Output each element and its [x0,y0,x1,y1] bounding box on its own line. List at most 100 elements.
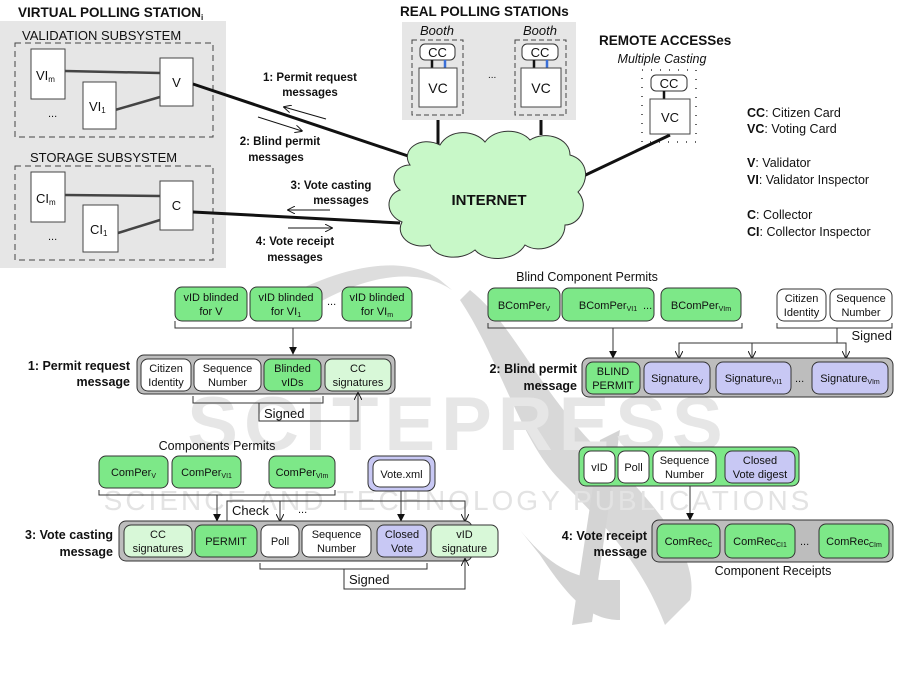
validation-subsystem-title: VALIDATION SUBSYSTEM [22,28,181,43]
real-stations-title: REAL POLLING STATIONs [400,4,569,19]
svg-text:ComRecC: ComRecC [665,536,713,549]
svg-text:3: Vote casting: 3: Vote casting [291,180,372,192]
link-collector-internet [192,210,401,225]
svg-text:signature: signature [442,543,487,555]
signed-label: Signed [349,572,389,587]
field-poll [617,450,650,484]
comper-vim [268,455,336,489]
internet-cloud: INTERNET [388,130,586,259]
signed-label: Signed [264,406,304,421]
svg-text:messages: messages [313,195,369,207]
check-label: Check [232,503,269,518]
field-blinded-vids [263,358,322,392]
svg-text:CC: CC [531,45,550,60]
svg-text:signatures: signatures [133,543,184,555]
message-flows: 1: Permit request messages 2: Blind perm… [240,72,372,264]
svg-text:ComRecCI1: ComRecCI1 [733,536,787,549]
vi-1-box [82,81,117,130]
legend: CC: Citizen Card VC: Voting Card V: Vali… [747,106,871,239]
svg-text:message: message [523,379,577,393]
svg-text:Sequence: Sequence [312,529,362,541]
field-signature-v [643,361,711,395]
field-comrec-cim [818,523,890,559]
bcomper-vi1 [561,287,655,322]
citizen-card-box [419,43,456,61]
svg-text:VC: VC [428,80,447,96]
field-poll [260,524,300,558]
field-comrec-ci1 [724,523,796,559]
svg-text:...: ... [800,536,809,548]
svg-text:Booth: Booth [420,23,454,38]
vote-casting-message: Components Permits ComPerV ComPerVI1 Com… [25,439,499,590]
svg-text:CI1: CI1 [90,222,108,238]
svg-text:SignatureVIm: SignatureVIm [820,373,880,386]
svg-text:signatures: signatures [333,377,384,389]
legend-item: CC: Citizen Card [747,106,841,120]
svg-text:ComPerV: ComPerV [111,467,156,480]
svg-text:CIm: CIm [36,191,56,207]
field-blind-permit [585,361,641,395]
svg-text:PERMIT: PERMIT [592,380,634,392]
svg-text:Number: Number [317,543,356,555]
voting-card-box [520,67,562,108]
svg-text:3: Vote casting: 3: Vote casting [25,528,113,542]
link-validator-internet [192,82,421,162]
svg-text:vID blinded: vID blinded [258,292,313,304]
arrow-blind-permit [257,116,302,131]
field-signature-vi1 [715,361,792,395]
bcomper-vim [660,287,742,322]
svg-text:CC: CC [350,363,366,375]
svg-text:messages: messages [282,87,338,99]
svg-text:message: message [593,545,647,559]
svg-text:messages: messages [248,152,304,164]
bcomper-v [487,287,561,322]
legend-item: C: Collector [747,208,812,222]
legend-item: V: Validator [747,156,811,170]
svg-text:vID: vID [456,529,473,541]
field-sequence-number [652,450,717,484]
legend-item: CI: Collector Inspector [747,225,871,239]
field-sequence-number [829,288,893,322]
watermark-swoosh [460,290,692,625]
svg-text:...: ... [488,70,496,81]
storage-subsystem-title: STORAGE SUBSYSTEM [30,150,177,165]
blind-permit-message: Blind Component Permits BComPerV BComPer… [487,270,894,398]
svg-text:CC: CC [660,76,679,91]
svg-text:for V: for V [199,306,223,318]
virtual-station-title: VIRTUAL POLLING STATIONi [18,5,203,22]
svg-text:vID: vID [591,462,608,474]
field-vid-signature [430,524,499,558]
citizen-card-box [650,74,688,92]
internet-label: INTERNET [452,192,527,209]
field-sequence-number [193,358,262,392]
svg-text:SignatureV: SignatureV [651,373,703,386]
svg-text:ComPerVI1: ComPerVI1 [181,467,232,480]
field-comrec-c [656,523,721,559]
svg-text:Vote: Vote [391,543,413,555]
remote-frame [641,69,697,143]
svg-text:Citizen: Citizen [785,293,819,305]
svg-text:CC: CC [428,45,447,60]
svg-text:1: Permit request: 1: Permit request [28,359,131,373]
svg-text:1: Permit request: 1: Permit request [263,72,357,84]
svg-text:...: ... [48,231,57,243]
remote-access: REMOTE ACCESSes Multiple Casting CC VC [599,33,731,143]
field-cc-signatures [123,524,193,558]
svg-text:2: Blind permit: 2: Blind permit [489,362,577,376]
real-polling-stations: REAL POLLING STATIONs Booth CC VC ... Bo… [400,4,576,120]
field-closed-vote [376,524,428,558]
svg-text:2: Blind permit: 2: Blind permit [240,136,321,148]
svg-text:BComPerV: BComPerV [498,300,551,313]
svg-text:...: ... [298,504,307,516]
svg-text:Component Receipts: Component Receipts [715,564,832,578]
svg-text:Booth: Booth [523,23,557,38]
svg-text:...: ... [327,296,336,308]
svg-text:VI1: VI1 [89,99,106,115]
svg-text:Number: Number [841,307,880,319]
svg-text:message: message [76,375,130,389]
vid-blinded-v [174,286,248,322]
svg-text:PERMIT: PERMIT [205,536,247,548]
svg-text:V: V [172,75,181,90]
svg-text:4: Vote receipt: 4: Vote receipt [562,529,648,543]
